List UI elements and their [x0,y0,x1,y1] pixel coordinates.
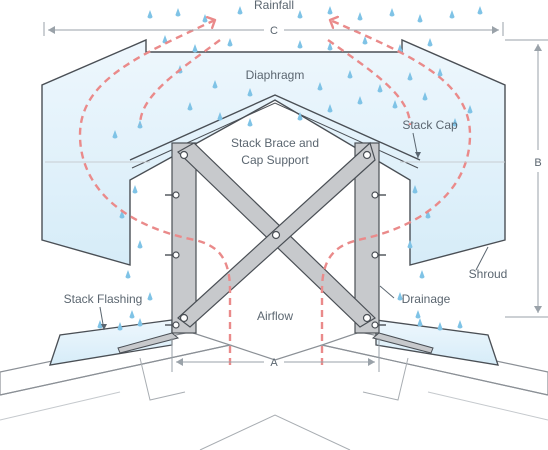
raindrop-icon [247,118,253,127]
raindrop-icon [467,105,473,114]
airflow-label: Airflow [257,309,293,323]
diaphragm-label: Diaphragm [246,68,305,82]
airflow-arrow-icon [78,20,232,365]
bolt-icon [179,313,189,323]
raindrop-icon [297,40,303,49]
raindrop-icon [147,10,153,19]
bolt-icon [271,230,281,240]
raindrop-icon [137,240,143,249]
raindrop-icon [425,210,431,219]
raindrop-icon [119,210,125,219]
raindrop-icon [457,320,463,329]
raindrop-icon [347,70,353,79]
raindrop-icon [327,42,333,51]
raindrop-icon [227,38,233,47]
raindrop-icon [137,120,143,129]
bolt-icon [172,321,180,329]
raindrop-icon [327,104,333,113]
raindrop-icon [162,35,168,44]
raindrop-icon [187,102,193,111]
raindrop-icon [452,118,458,127]
raindrop-icon [427,38,433,47]
rainfall-drops [97,6,483,331]
raindrop-icon [417,14,423,23]
bolt-nuts [165,194,386,326]
raindrop-icon [112,130,118,139]
raindrop-icon [147,292,153,301]
raindrop-icon [449,10,455,19]
raindrop-icon [129,310,135,319]
leader-lines [99,132,489,331]
raindrop-icon [125,270,131,279]
airflow-arrow-icon [327,39,412,126]
bolt-icon [362,313,372,323]
raindrop-icon [415,310,421,319]
raindrop-icon [192,44,198,53]
raindrop-icon [417,318,423,327]
raindrop-icon [237,6,243,15]
raindrop-icon [392,100,398,109]
raindrop-icon [202,14,208,23]
stack-flashing-label: Stack Flashing [64,292,143,306]
raindrop-icon [397,292,403,301]
stack-brace-label-line2: Cap Support [241,153,309,167]
bolt-icon [371,321,379,329]
raindrop-icon [297,112,303,121]
raindrop-icon [412,185,418,194]
raindrop-icon [217,112,223,121]
raindrop-icon [357,96,363,105]
raindrop-icon [97,320,103,329]
bolt-icon [172,191,180,199]
bolt-icon [371,251,379,259]
raindrop-icon [422,92,428,101]
raindrop-icon [137,318,143,327]
stack-cap-label: Stack Cap [402,118,458,132]
raindrop-icon [327,6,333,15]
dimension-b-label: B [534,157,541,169]
raindrop-icon [247,88,253,97]
raindrop-icon [407,240,413,249]
raindrop-icon [377,84,383,93]
rainfall-label: Rainfall [254,0,294,12]
raindrop-icon [297,10,303,19]
raindrop-icon [419,270,425,279]
stack-brace-label-line1: Stack Brace and [231,136,319,150]
raindrop-icon [407,72,413,81]
raindrop-icon [357,12,363,21]
labels: Rainfall C Diaphragm Stack Brace and Cap… [64,0,542,369]
raindrop-icon [317,82,323,91]
dimension-c-label: C [270,25,278,37]
raindrop-icon [132,185,138,194]
bolt-icon [362,150,372,160]
raindrop-icon [437,68,443,77]
raindrop-icon [477,6,483,15]
bolts [172,150,379,329]
raindrop-icon [175,8,181,17]
stack-pipe [117,142,434,354]
bolt-icon [172,251,180,259]
dimension-a-label: A [270,357,278,369]
raindrop-icon [212,80,218,89]
raindrop-icon [362,36,368,45]
shroud-label: Shroud [469,267,508,281]
airflow-paths [78,20,472,365]
raindrop-icon [437,322,443,331]
bolt-icon [179,150,189,160]
airflow-arrow-icon [138,39,221,126]
drainage-label: Drainage [402,292,451,306]
bolt-icon [371,191,379,199]
dimension-lines [43,22,548,372]
raindrop-icon [389,8,395,17]
raindrop-icon [117,322,123,331]
airflow-arrow-icon [320,20,472,365]
